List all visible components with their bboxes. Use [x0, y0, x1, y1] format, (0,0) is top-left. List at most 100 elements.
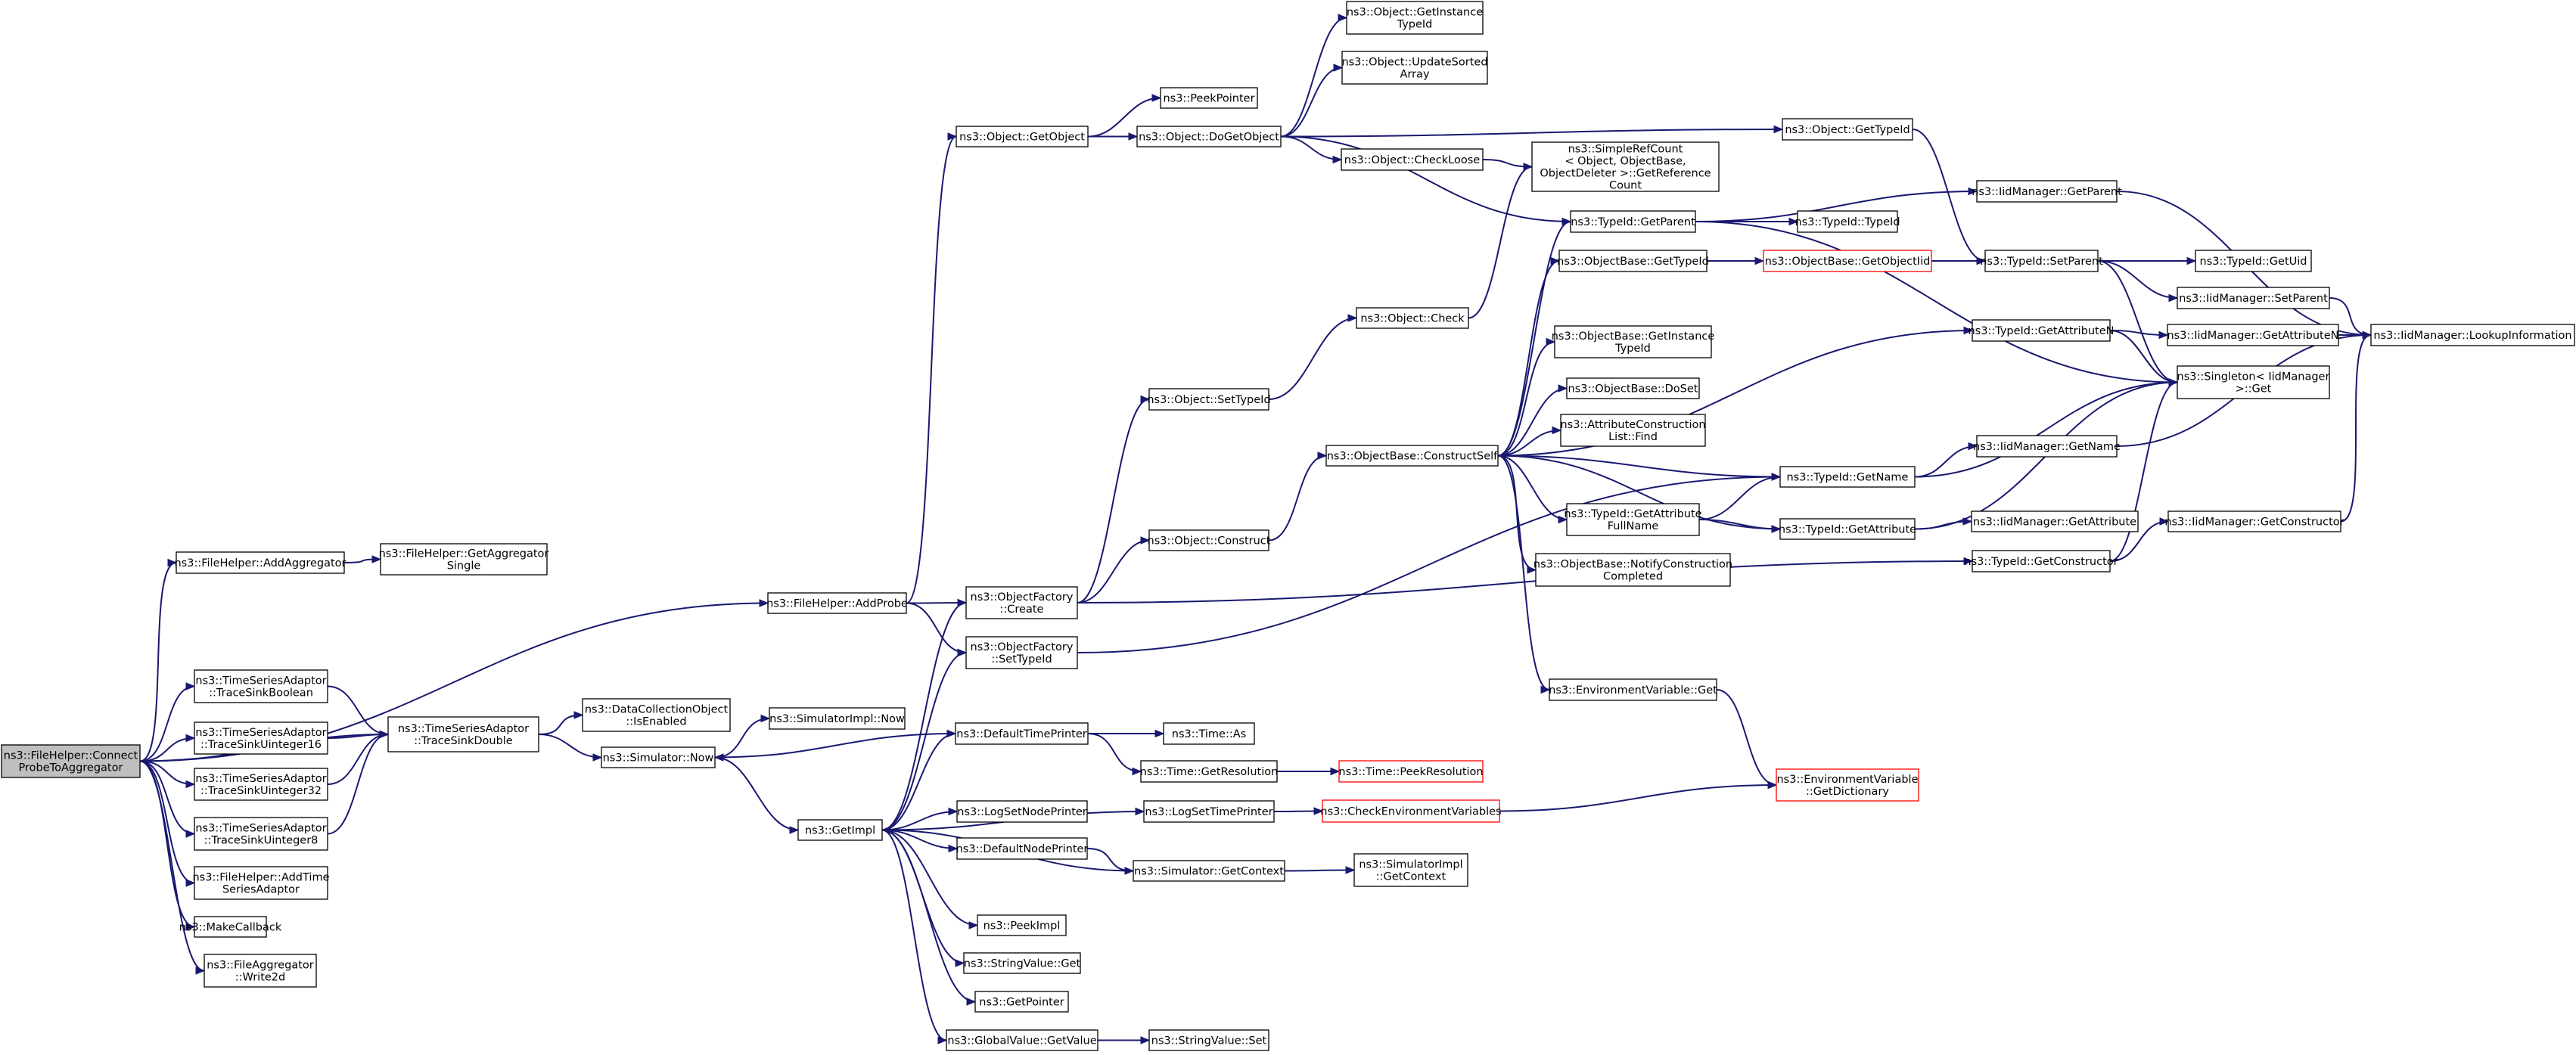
node-stringValueGet[interactable]: ns3::StringValue::Get — [963, 952, 1081, 974]
node-getImpl-box[interactable] — [797, 819, 883, 841]
node-addAggregator[interactable]: ns3::FileHelper::AddAggregator — [174, 551, 346, 574]
node-addAggregator-box[interactable] — [176, 551, 345, 574]
node-iidGetConstructor[interactable]: ns3::IidManager::GetConstructor — [2164, 510, 2345, 532]
node-obGetObjectIid[interactable]: ns3::ObjectBase::GetObjectIid — [1763, 250, 1932, 272]
node-gvGetValue-box[interactable] — [946, 1029, 1098, 1051]
node-logSetNodePrinter-box[interactable] — [956, 800, 1088, 823]
node-envVarGet-box[interactable] — [1549, 678, 1717, 701]
node-stringValueSet[interactable]: ns3::StringValue::Set — [1148, 1029, 1269, 1051]
node-root-box[interactable] — [1, 744, 141, 778]
node-tsaU32[interactable]: ns3::TimeSeriesAdaptor::TraceSinkUintege… — [194, 768, 328, 801]
node-defNodePrinter-box[interactable] — [956, 837, 1088, 860]
node-iidGetName-box[interactable] — [1976, 435, 2118, 458]
node-tidGetName[interactable]: ns3::TypeId::GetName — [1779, 466, 1916, 488]
node-iidLookupInfo[interactable]: ns3::IidManager::LookupInformation — [2370, 324, 2575, 346]
node-iidGetParent-box[interactable] — [1976, 180, 2118, 203]
node-tidGetAttributeN-box[interactable] — [1972, 319, 2111, 342]
node-tidTypeId[interactable]: ns3::TypeId::TypeId — [1794, 210, 1900, 233]
node-tsaU8-box[interactable] — [194, 817, 328, 851]
node-simImplGetContext-box[interactable] — [1353, 853, 1468, 887]
node-simGetContext[interactable]: ns3::Simulator::GetContext — [1133, 860, 1285, 882]
node-obGetObjectIid-box[interactable] — [1763, 250, 1932, 272]
node-iidSetParent[interactable]: ns3::IidManager::SetParent — [2177, 287, 2330, 309]
node-tidGetParent[interactable]: ns3::TypeId::GetParent — [1570, 210, 1696, 233]
node-timeGetRes[interactable]: ns3::Time::GetResolution — [1140, 760, 1279, 783]
node-objSetTypeId[interactable]: ns3::Object::SetTypeId — [1147, 388, 1271, 411]
node-logSetTimePrinter[interactable]: ns3::LogSetTimePrinter — [1143, 800, 1275, 823]
node-tsaDouble-box[interactable] — [387, 716, 539, 752]
node-iidLookupInfo-box[interactable] — [2370, 324, 2575, 346]
node-tsaU16[interactable]: ns3::TimeSeriesAdaptor::TraceSinkUintege… — [194, 721, 328, 755]
node-simImplGetContext[interactable]: ns3::SimulatorImpl::GetContext — [1353, 853, 1468, 887]
node-gvGetValue[interactable]: ns3::GlobalValue::GetValue — [946, 1029, 1098, 1051]
node-write2d-box[interactable] — [204, 954, 317, 988]
node-obGetInstTypeId-box[interactable] — [1554, 325, 1712, 358]
node-dcoIsEnabled[interactable]: ns3::DataCollectionObject::IsEnabled — [582, 698, 731, 732]
node-objConstruct-box[interactable] — [1148, 529, 1269, 551]
node-simNow[interactable]: ns3::Simulator::Now — [601, 746, 716, 768]
node-iidGetName[interactable]: ns3::IidManager::GetName — [1973, 435, 2121, 458]
node-getImpl[interactable]: ns3::GetImpl — [797, 819, 883, 841]
node-tidGetName-box[interactable] — [1779, 466, 1916, 488]
node-timeGetRes-box[interactable] — [1140, 760, 1278, 783]
node-tidGetParent-box[interactable] — [1570, 210, 1696, 233]
node-stringValueGet-box[interactable] — [963, 952, 1081, 974]
node-simImplNow[interactable]: ns3::SimulatorImpl::Now — [769, 707, 906, 730]
node-obNotifyCC-box[interactable] — [1535, 553, 1731, 587]
node-obGetTypeId-box[interactable] — [1558, 250, 1707, 272]
node-tidSetParent[interactable]: ns3::TypeId::SetParent — [1980, 250, 2103, 272]
node-tidGetConstructor-box[interactable] — [1972, 550, 2111, 572]
node-logSetTimePrinter-box[interactable] — [1143, 800, 1275, 823]
node-tidSetParent-box[interactable] — [1984, 250, 2099, 272]
node-timeAs-box[interactable] — [1163, 722, 1255, 745]
node-getPointer[interactable]: ns3::GetPointer — [974, 991, 1069, 1013]
node-addProbe-box[interactable] — [767, 592, 907, 614]
node-peekImpl-box[interactable] — [977, 914, 1067, 936]
node-objGetTypeId-box[interactable] — [1782, 118, 1913, 141]
node-doGetObject-box[interactable] — [1136, 126, 1282, 147]
node-obDoSet[interactable]: ns3::ObjectBase::DoSet — [1566, 377, 1700, 399]
node-root[interactable]: ns3::FileHelper::ConnectProbeToAggregato… — [1, 744, 141, 778]
node-tsaBool-box[interactable] — [194, 669, 328, 703]
node-tidGetAttribute[interactable]: ns3::TypeId::GetAttribute — [1779, 518, 1916, 540]
node-makeCallback-box[interactable] — [194, 916, 267, 938]
node-doGetObject[interactable]: ns3::Object::DoGetObject — [1136, 126, 1282, 147]
node-addTSA-box[interactable] — [194, 866, 328, 900]
node-iidGetAttributeN[interactable]: ns3::IidManager::GetAttributeN — [2167, 324, 2339, 346]
node-defNodePrinter[interactable]: ns3::DefaultNodePrinter — [956, 837, 1089, 860]
node-objCheck[interactable]: ns3::Object::Check — [1356, 307, 1469, 329]
node-ofSetTypeId-box[interactable] — [965, 636, 1078, 669]
node-tidGetAttribute-box[interactable] — [1779, 518, 1916, 540]
node-addProbe[interactable]: ns3::FileHelper::AddProbe — [766, 592, 908, 614]
node-peekImpl[interactable]: ns3::PeekImpl — [977, 914, 1067, 936]
node-iidGetAttribute[interactable]: ns3::IidManager::GetAttribute — [1971, 510, 2139, 532]
node-ofSetTypeId[interactable]: ns3::ObjectFactory::SetTypeId — [965, 636, 1078, 669]
node-obNotifyCC[interactable]: ns3::ObjectBase::NotifyConstructionCompl… — [1533, 553, 1732, 587]
node-tidGetAttrFullName-box[interactable] — [1566, 503, 1700, 536]
node-checkEnvVars[interactable]: ns3::CheckEnvironmentVariables — [1320, 799, 1502, 823]
node-tidGetConstructor[interactable]: ns3::TypeId::GetConstructor — [1964, 550, 2118, 572]
node-simNow-box[interactable] — [601, 746, 716, 768]
node-getAggSingle-box[interactable] — [380, 543, 548, 576]
node-simImplNow-box[interactable] — [769, 707, 906, 730]
node-objConstruct[interactable]: ns3::Object::Construct — [1148, 529, 1271, 551]
node-ofCreate[interactable]: ns3::ObjectFactory::Create — [965, 586, 1078, 619]
node-envGetDictionary[interactable]: ns3::EnvironmentVariable::GetDictionary — [1776, 768, 1919, 802]
node-tsaU8[interactable]: ns3::TimeSeriesAdaptor::TraceSinkUintege… — [194, 817, 328, 851]
node-objGetObject[interactable]: ns3::Object::GetObject — [956, 126, 1089, 147]
node-iidGetParent[interactable]: ns3::IidManager::GetParent — [1972, 180, 2122, 203]
node-stringValueSet-box[interactable] — [1148, 1029, 1269, 1051]
node-tidGetUid-box[interactable] — [2195, 250, 2312, 272]
node-srcGetRefCount-box[interactable] — [1531, 141, 1720, 192]
node-objCheckLoose[interactable]: ns3::Object::CheckLoose — [1341, 148, 1484, 171]
node-singletonGet-box[interactable] — [2177, 365, 2330, 399]
node-objGetObject-box[interactable] — [956, 126, 1089, 147]
node-obDoSet-box[interactable] — [1566, 377, 1700, 399]
node-timePeekRes-box[interactable] — [1338, 760, 1484, 783]
